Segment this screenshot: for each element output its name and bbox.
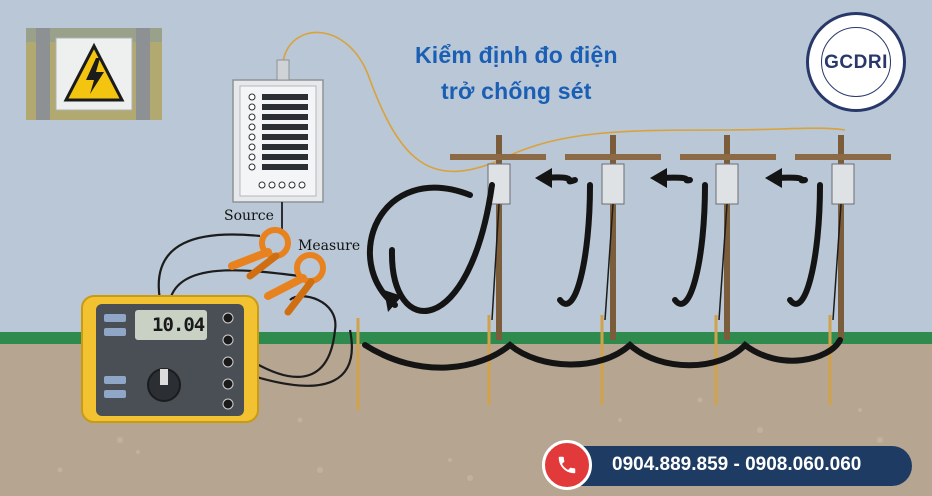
phone-badge[interactable] [542, 440, 592, 490]
current-flow-arrows [362, 174, 843, 371]
measure-clamp [264, 252, 326, 316]
phone-numbers[interactable]: 0904.889.859 - 0908.060.060 [612, 454, 862, 475]
arrow-heads [384, 168, 782, 312]
electrical-panel [232, 59, 324, 230]
logo-inner-ring [821, 27, 891, 97]
meter-buttons [104, 314, 126, 398]
breaker-row [262, 94, 308, 170]
test-leads [157, 233, 353, 387]
page-title-line-2: trở chống sét [441, 78, 592, 104]
gcdri-logo: GCDRI [806, 12, 906, 112]
soil-texture [57, 397, 883, 481]
pole-2 [565, 135, 661, 340]
pole-3 [680, 135, 776, 340]
source-clamp [228, 227, 291, 280]
phone-contact-bar[interactable] [556, 446, 912, 486]
warning-sign-photo [26, 28, 162, 120]
measure-clamp-label: Measure [298, 238, 361, 254]
pole-4 [795, 135, 891, 340]
high-voltage-warning-icon [26, 28, 162, 120]
meter-jacks [222, 312, 234, 410]
terminal-column [248, 93, 256, 171]
phone-icon [558, 456, 576, 474]
source-clamp-label: Source [224, 208, 274, 224]
utility-poles [450, 135, 891, 340]
logo-text: GCDRI [824, 52, 888, 73]
pole-down-wires [491, 203, 842, 321]
bottom-terminals [258, 181, 306, 189]
pole-1 [450, 135, 546, 340]
meter-reading: 10.04 [152, 314, 205, 336]
page-title-line-1: Kiểm định đo điện [415, 42, 618, 68]
earth-ground-tester [81, 295, 259, 423]
